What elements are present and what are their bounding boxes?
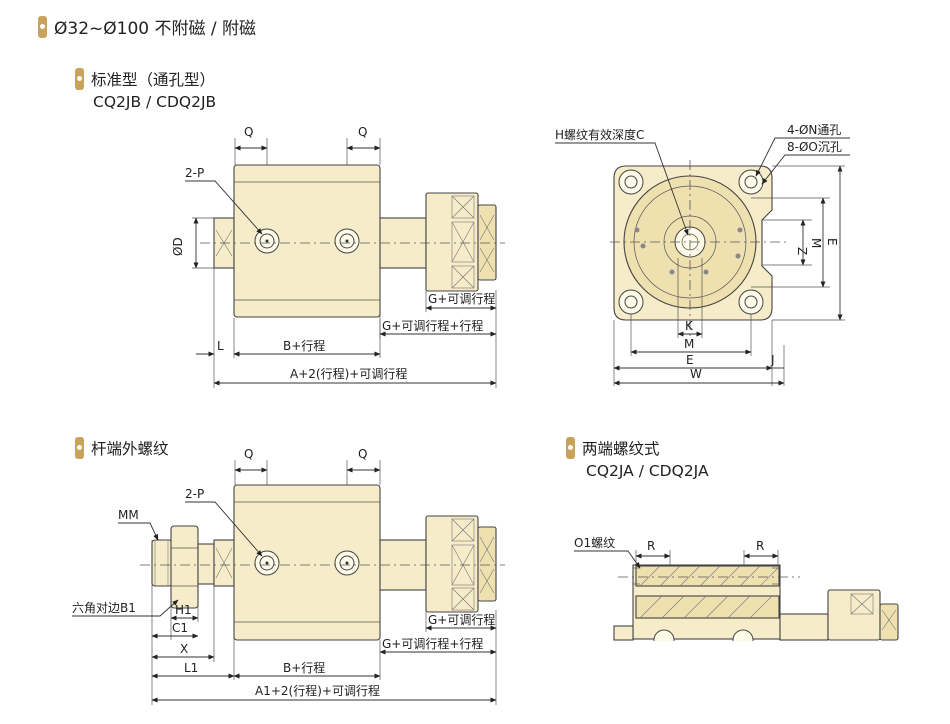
rod-thread-side-view: 2-P MM 六角对边B1 Q Q H1 C1 X L1 B+行程 G+可调行程… [72,447,505,705]
label-h1: H1 [175,603,192,617]
label-2p-rod: 2-P [185,487,204,501]
label-r-left: R [647,539,655,553]
label-o-counter: 8-ØO沉孔 [787,140,842,154]
standard-front-view: H螺纹有效深度C 4-ØN通孔 8-ØO沉孔 Z M E K M E J [555,123,850,386]
label-l1: L1 [184,661,198,675]
section-standard-heading: 标准型（通孔型） [75,68,215,90]
label-r-right: R [756,539,764,553]
main-heading: Ø32~Ø100 不附磁 / 附磁 [38,14,256,39]
section-double-title: 两端螺纹式 [582,440,660,458]
label-c1: C1 [172,621,188,635]
section-standard-title: 标准型（通孔型） [91,71,216,89]
label-b-stroke: B+行程 [283,338,325,353]
label-mm: MM [118,508,139,522]
label-g-stroke: G+可调行程 [428,291,495,306]
bullet-icon [566,437,575,459]
label-o1-thread: O1螺纹 [574,536,615,550]
label-g-stroke-rod: G+可调行程 [428,612,495,627]
label-x: X [180,642,188,656]
label-n-through: 4-ØN通孔 [787,123,841,137]
label-e-vertical: E [825,238,839,246]
section-double-model: CQ2JA / CDQ2JA [586,462,709,480]
label-hex-b1: 六角对边B1 [72,601,136,615]
standard-side-view: 2-P Q Q ØD G+可调行程 G+可调行程+行程 L B+行程 A+2(行… [171,125,505,388]
label-m-horizontal: M [684,337,694,351]
section-rod-heading: 杆端外螺纹 [75,437,169,459]
label-j: J [770,353,775,367]
label-2p: 2-P [185,166,204,180]
page-title: Ø32~Ø100 不附磁 / 附磁 [54,19,257,39]
label-m-vertical: M [809,238,823,248]
label-a1-total: A1+2(行程)+可调行程 [255,683,380,698]
section-double-heading: 两端螺纹式 [566,437,660,459]
label-q-left: Q [244,125,253,139]
label-q-rod-right: Q [358,447,367,461]
label-w: W [690,367,702,381]
label-g-stroke-stroke-rod: G+可调行程+行程 [382,636,483,651]
label-phi-d: ØD [171,237,185,256]
bullet-icon [38,15,47,38]
label-g-stroke-stroke: G+可调行程+行程 [382,318,483,333]
label-q-right: Q [358,125,367,139]
label-a-total: A+2(行程)+可调行程 [290,366,407,381]
label-k: K [685,319,694,333]
label-b-stroke-rod: B+行程 [283,660,325,675]
label-l: L [217,339,224,353]
section-standard-model: CQ2JB / CDQ2JB [93,93,217,111]
bullet-icon [75,68,84,90]
label-q-rod-left: Q [244,447,253,461]
section-rod-title: 杆端外螺纹 [91,440,169,458]
label-h-thread: H螺纹有效深度C [555,127,644,142]
label-e-horizontal: E [686,353,694,367]
label-z: Z [795,247,809,255]
double-thread-view: O1螺纹 R R [574,536,920,661]
bullet-icon [75,437,84,459]
